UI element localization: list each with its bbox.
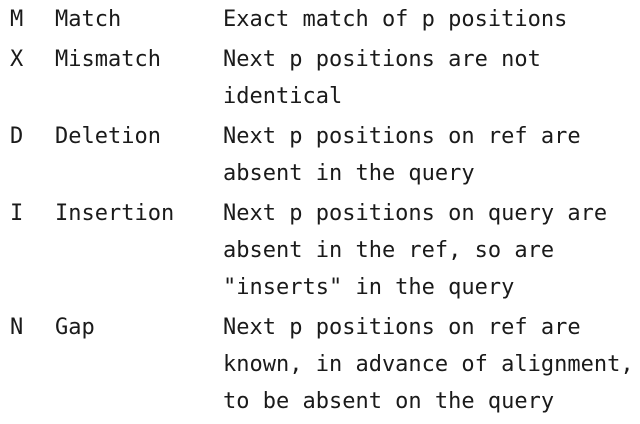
table-row-match: M Match Exact match of p positions (10, 1, 640, 38)
op-description-line: "inserts" in the query (223, 275, 515, 300)
op-description: Next p positions are not identical (223, 41, 640, 115)
op-name: Insertion (55, 201, 175, 226)
op-description-line: Exact match of p positions (223, 7, 568, 32)
table-row-mismatch: X Mismatch Next p positions are not iden… (10, 41, 640, 115)
op-name: Match (55, 7, 122, 32)
op-description-line: absent in the ref, so are (223, 238, 555, 263)
table-row-insertion: I Insertion Next p positions on query ar… (10, 195, 640, 306)
op-code: X (10, 47, 24, 72)
op-description-line: Next p positions on ref are (223, 315, 581, 340)
op-code: I (10, 201, 24, 226)
op-name: Mismatch (55, 47, 161, 72)
table-row-deletion: D Deletion Next p positions on ref are a… (10, 118, 640, 192)
op-description: Next p positions on ref are known, in ad… (223, 309, 640, 420)
op-name: Gap (55, 315, 95, 340)
op-description-line: Next p positions are not (223, 47, 541, 72)
op-description-line: absent in the query (223, 161, 475, 186)
table-row-gap: N Gap Next p positions on ref are known,… (10, 309, 640, 420)
op-name: Deletion (55, 124, 161, 149)
op-description-line: to be absent on the query (223, 389, 555, 414)
op-code: M (10, 7, 24, 32)
op-code: N (10, 315, 24, 340)
op-description-line: known, in advance of alignment, (223, 352, 634, 377)
op-description: Next p positions on ref are absent in th… (223, 118, 640, 192)
op-description-line: identical (223, 84, 343, 109)
op-code: D (10, 124, 24, 149)
op-description-line: Next p positions on ref are (223, 124, 581, 149)
op-description: Exact match of p positions (223, 1, 640, 38)
op-description: Next p positions on query are absent in … (223, 195, 640, 306)
op-description-line: Next p positions on query are (223, 201, 608, 226)
